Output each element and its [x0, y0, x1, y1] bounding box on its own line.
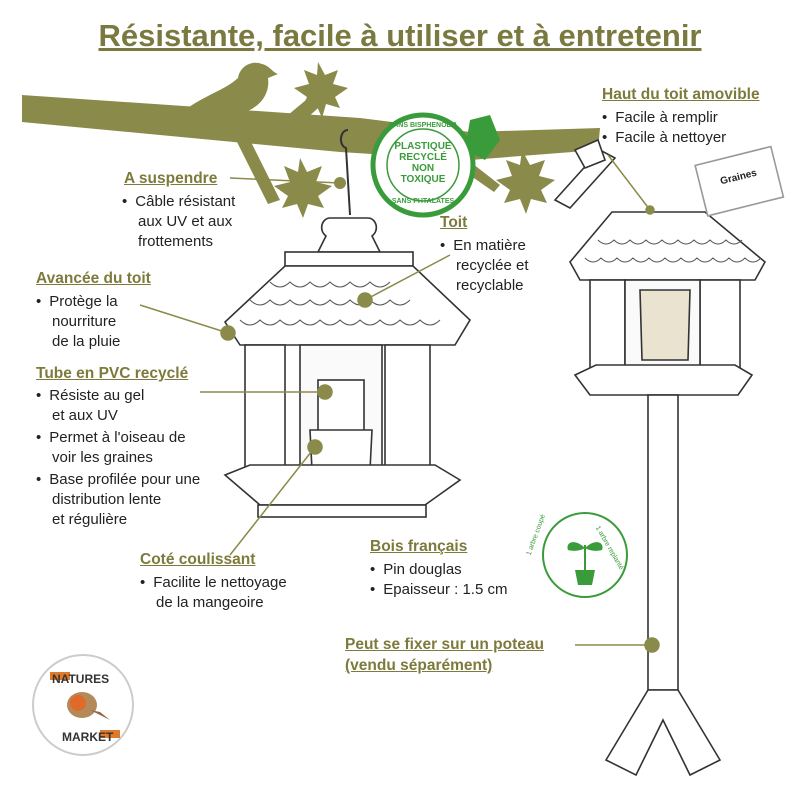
cote-text-2: de la mangeoire [156, 594, 264, 611]
tube-bullet-2a: Permet à l'oiseau de [36, 428, 185, 447]
hanging-feeder [223, 217, 472, 518]
logo-bottom-text: MARKET [62, 730, 114, 744]
tube-bullet-1b: et aux UV [52, 407, 118, 424]
hook [340, 129, 351, 216]
maple-leaf-icon [465, 115, 500, 160]
avancee-text-3: de la pluie [52, 333, 121, 350]
badge-line-3: NON [411, 163, 435, 174]
suspendre-text-3: frottements [138, 233, 214, 250]
badge-line-1: PLASTIQUE [394, 141, 452, 152]
avancee-text-1: Protège la [36, 292, 117, 311]
poteau-heading-1: Peut se fixer sur un poteau [345, 636, 544, 653]
toit-text-1: En matière [440, 236, 526, 255]
bois-bullet-2: Epaisseur : 1.5 cm [370, 580, 507, 599]
standing-feeder [553, 138, 785, 777]
bois-heading: Bois français [370, 538, 468, 555]
logo-top-text: NATURES [52, 672, 110, 686]
page-title: Résistante, facile à utiliser et à entre… [98, 18, 702, 53]
tree-planted-badge [542, 512, 628, 598]
avancee-heading: Avancée du toit [36, 270, 151, 287]
toit-text-3: recyclable [456, 277, 524, 294]
maple-leaf-icon [274, 158, 332, 218]
tube-bullet-1a: Résiste au gel [36, 386, 144, 405]
tube-bullet-3a: Base profilée pour une [36, 470, 200, 489]
tube-bullet-3b: distribution lente [52, 491, 162, 508]
suspendre-heading: A suspendre [124, 170, 218, 187]
badge-line-4: TOXIQUE [400, 174, 446, 185]
poteau-heading-2: (vendu séparément) [345, 657, 493, 674]
bird-silhouette [185, 62, 278, 118]
haut-bullet-1: Facile à remplir [602, 108, 718, 127]
haut-heading: Haut du toit amovible [602, 86, 760, 103]
haut-bullet-2: Facile à nettoyer [602, 128, 726, 147]
tube-heading: Tube en PVC recyclé [36, 365, 189, 382]
badge-bottom-text: SANS PHTALATES [391, 198, 455, 205]
tube-bullet-3c: et régulière [52, 511, 128, 528]
tube-bullet-2b: voir les graines [52, 449, 153, 466]
badge-line-2: RECYCLÉ [399, 152, 447, 163]
bois-bullet-1: Pin douglas [370, 560, 461, 579]
maple-leaf-icon [496, 150, 555, 214]
natures-market-logo [32, 654, 134, 756]
toit-heading: Toit [440, 214, 468, 231]
cote-text-1: Facilite le nettoyage [140, 573, 286, 592]
badge-top-text: SANS BISPHENOL A [388, 122, 458, 129]
recycled-plastic-badge [370, 112, 476, 218]
toit-text-2: recyclée et [456, 257, 529, 274]
avancee-text-2: nourriture [52, 313, 117, 330]
maple-leaf-icon [294, 62, 348, 118]
suspendre-text-1: Câble résistant [122, 192, 235, 211]
suspendre-text-2: aux UV et aux [138, 213, 233, 230]
cote-heading: Coté coulissant [140, 551, 256, 568]
